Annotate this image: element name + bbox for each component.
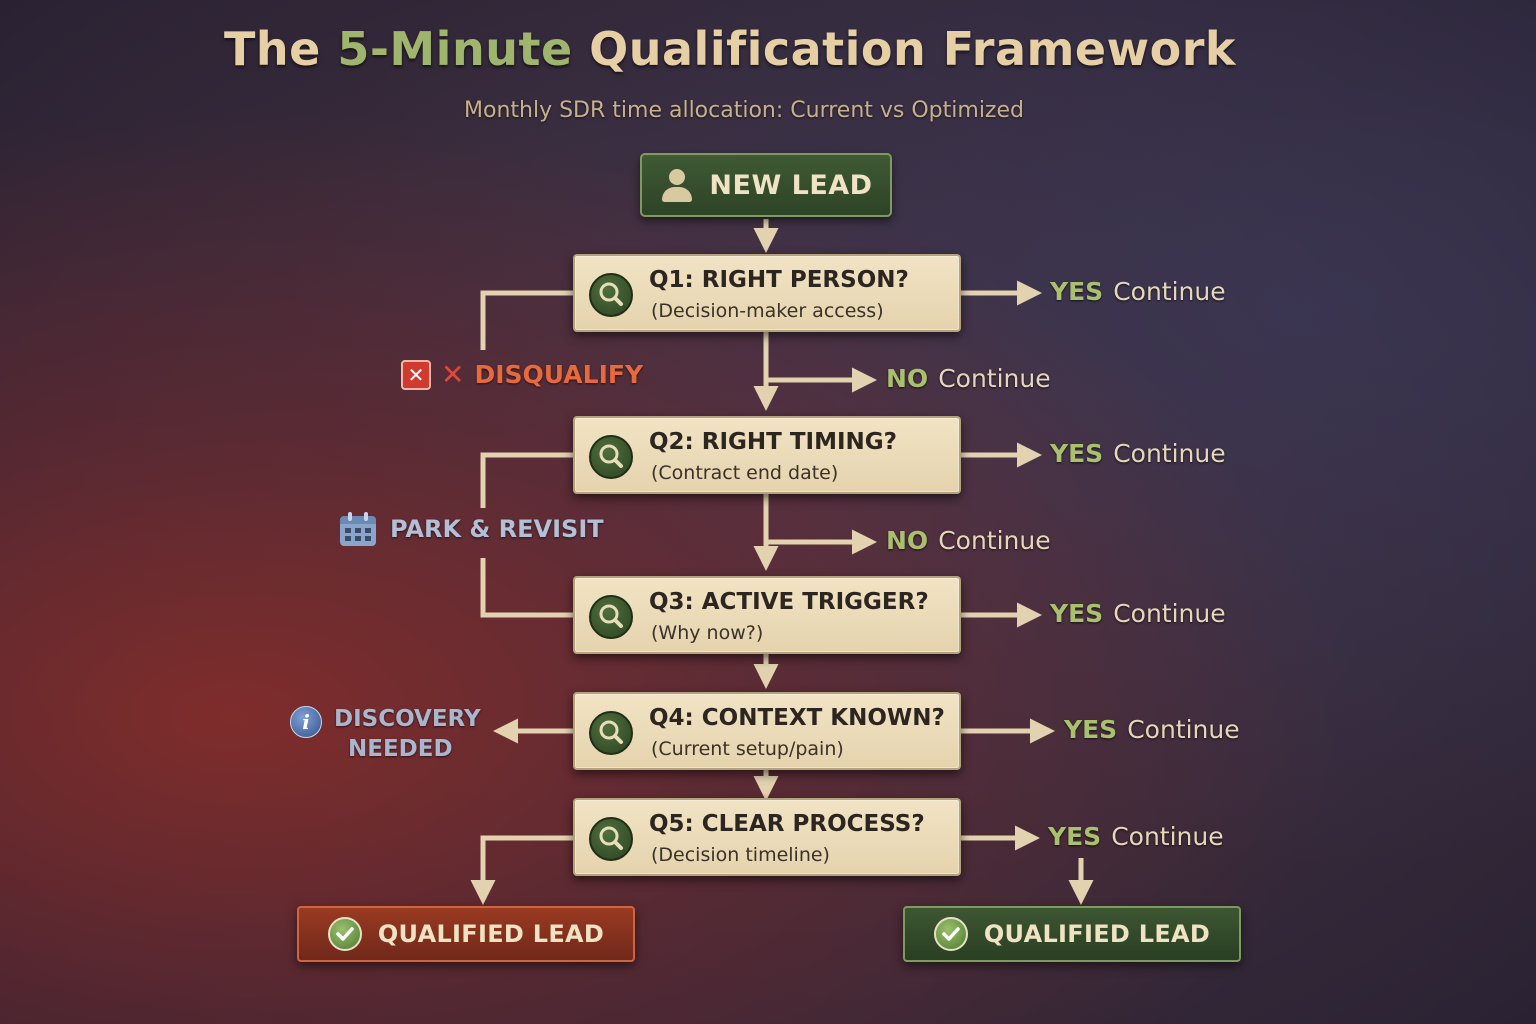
question-box-q1: Q1: RIGHT PERSON? (Decision-maker access… [573, 254, 961, 332]
continue-label: Continue [938, 526, 1051, 555]
title-prefix: The [223, 22, 338, 76]
discovery-label-line2: NEEDED [348, 736, 453, 762]
check-icon [933, 917, 968, 951]
yes-continue-q1: YES Continue [1050, 277, 1226, 306]
qualified-lead-label: QUALIFIED LEAD [377, 920, 605, 948]
calendar-icon [340, 512, 376, 546]
no-continue-q1: NO Continue [886, 364, 1051, 393]
disqualify-label: DISQUALIFY [474, 360, 644, 389]
magnifier-icon [589, 711, 633, 755]
yes-label: YES [1064, 715, 1118, 744]
magnifier-icon [589, 435, 633, 479]
question-title: Q2: RIGHT TIMING? [649, 429, 898, 455]
connector-park-q3 [480, 558, 573, 618]
arrow-q5-qualified-left [470, 835, 573, 905]
yes-continue-q2: YES Continue [1050, 439, 1226, 468]
no-label: NO [886, 364, 929, 393]
question-subtitle: (Contract end date) [651, 462, 839, 484]
yes-continue-q5: YES Continue [1048, 822, 1224, 851]
question-title: Q1: RIGHT PERSON? [649, 267, 909, 293]
yes-continue-q4: YES Continue [1064, 715, 1240, 744]
qualified-lead-left: QUALIFIED LEAD [297, 906, 635, 962]
qualified-lead-right: QUALIFIED LEAD [903, 906, 1241, 962]
discovery-label-line1: DISCOVERY [334, 706, 481, 732]
title-accent: 5-Minute [337, 22, 573, 76]
question-box-q5: Q5: CLEAR PROCESS? (Decision timeline) [573, 798, 961, 876]
magnifier-icon [589, 595, 633, 639]
yes-continue-q3: YES Continue [1050, 599, 1226, 628]
new-lead-label: NEW LEAD [709, 169, 873, 201]
continue-label: Continue [1113, 599, 1226, 628]
no-continue-q2: NO Continue [886, 526, 1051, 555]
park-revisit-label: PARK & REVISIT [390, 515, 604, 543]
question-subtitle: (Why now?) [651, 622, 764, 644]
park-revisit-outcome: PARK & REVISIT [340, 512, 604, 546]
yes-label: YES [1048, 822, 1102, 851]
yes-label: YES [1050, 277, 1104, 306]
question-title: Q3: ACTIVE TRIGGER? [649, 589, 929, 615]
continue-label: Continue [1113, 439, 1226, 468]
qualified-lead-label: QUALIFIED LEAD [983, 920, 1211, 948]
yes-label: YES [1050, 439, 1104, 468]
yes-label: YES [1050, 599, 1104, 628]
connector-q1-disqualify [480, 290, 573, 350]
question-title: Q5: CLEAR PROCESS? [649, 811, 925, 837]
connector-q2-park [480, 452, 573, 508]
question-subtitle: (Decision-maker access) [651, 300, 884, 322]
question-box-q3: Q3: ACTIVE TRIGGER? (Why now?) [573, 576, 961, 654]
question-box-q2: Q2: RIGHT TIMING? (Contract end date) [573, 416, 961, 494]
person-icon [659, 167, 695, 203]
question-subtitle: (Decision timeline) [651, 844, 830, 866]
title-suffix: Qualification Framework [572, 22, 1237, 76]
continue-label: Continue [938, 364, 1051, 393]
x-icon: ✕ [441, 358, 465, 391]
no-label: NO [886, 526, 929, 555]
continue-label: Continue [1111, 822, 1224, 851]
magnifier-icon [589, 817, 633, 861]
question-box-q4: Q4: CONTEXT KNOWN? (Current setup/pain) [573, 692, 961, 770]
question-subtitle: (Current setup/pain) [651, 738, 844, 760]
page-subtitle: Monthly SDR time allocation: Current vs … [464, 98, 1024, 123]
continue-label: Continue [1127, 715, 1240, 744]
page-title: The 5-Minute Qualification Framework [0, 22, 1460, 76]
info-icon: i [290, 706, 322, 738]
disqualify-outcome: ✕ ✕ DISQUALIFY [401, 358, 643, 391]
question-title: Q4: CONTEXT KNOWN? [649, 705, 945, 731]
continue-label: Continue [1113, 277, 1226, 306]
x-box-icon: ✕ [401, 359, 431, 390]
new-lead-box: NEW LEAD [640, 153, 892, 217]
magnifier-icon [589, 273, 633, 317]
check-icon [327, 917, 362, 951]
